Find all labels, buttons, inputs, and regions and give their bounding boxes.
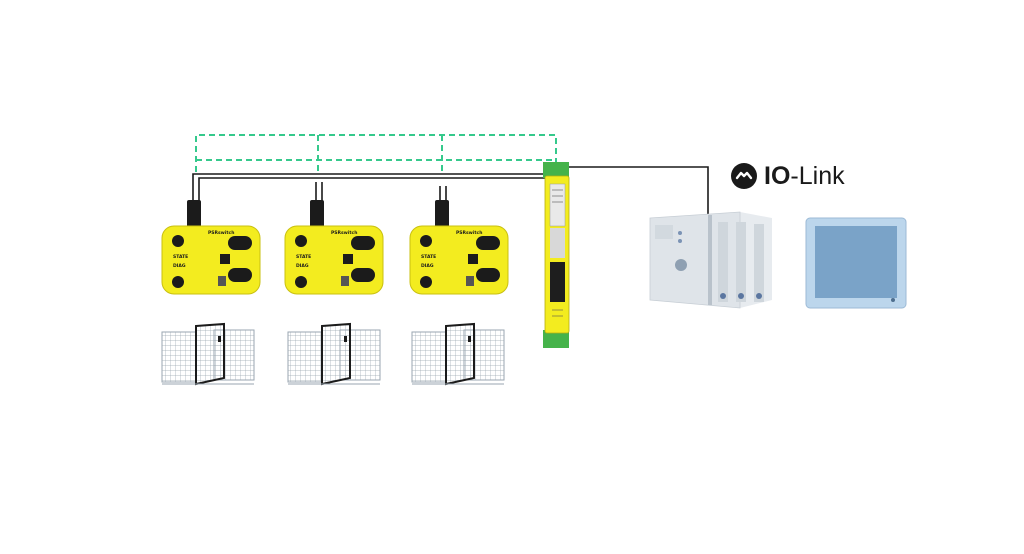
sensor-group: PSRswitchSTATEDIAGPSRswitchSTATEDIAGPSRs… [161, 200, 509, 295]
io-link-brand-rest: -Link [790, 161, 845, 190]
gate-group [161, 322, 505, 386]
sensor-state-label: STATE [173, 254, 188, 260]
io-link-logo: IO-Link [730, 160, 845, 192]
io-link-logo-icon [731, 163, 757, 189]
sensor-diag-label: DIAG [296, 263, 309, 269]
sensor-brand-label: PSRswitch [456, 230, 482, 236]
io-link-module [543, 162, 570, 348]
cable-bundle [192, 166, 709, 215]
sensor-brand-label: PSRswitch [331, 230, 357, 236]
plc-controller [649, 211, 772, 309]
io-link-wordmark: IO-Link [764, 162, 845, 191]
sensor-diag-label: DIAG [421, 263, 434, 269]
safety-gate-icon [161, 322, 255, 386]
sensor-state-label: STATE [296, 254, 311, 260]
sensor-state-label: STATE [421, 254, 436, 260]
dashed-link-lines [195, 134, 557, 172]
sensor-diag-label: DIAG [173, 263, 186, 269]
safety-gate-icon [411, 322, 505, 386]
sensor-brand-label: PSRswitch [208, 230, 234, 236]
hmi-touch-panel [805, 217, 907, 309]
io-link-brand-bold: IO [764, 161, 791, 190]
safety-gate-icon [287, 322, 381, 386]
